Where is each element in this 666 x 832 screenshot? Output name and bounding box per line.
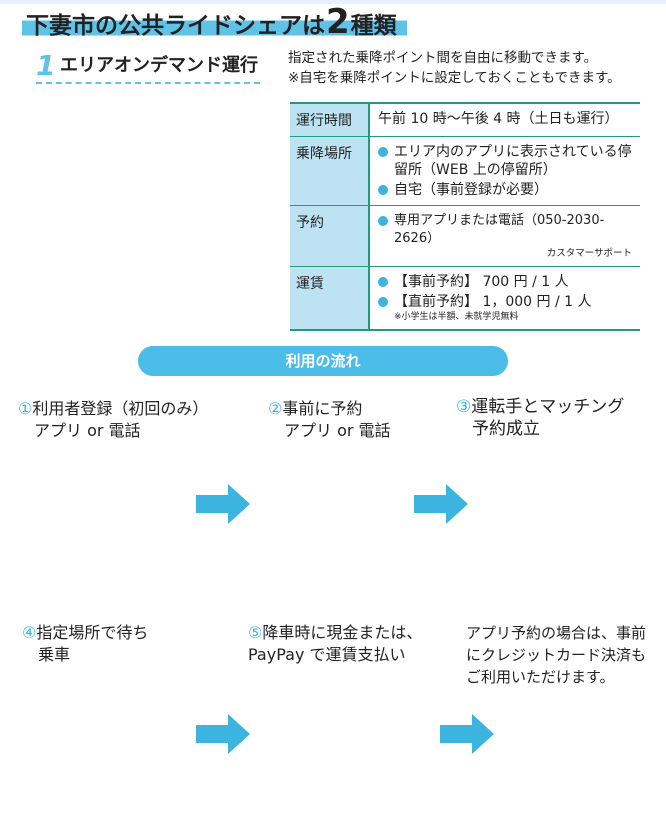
- top-rule: [0, 0, 666, 4]
- table-row-hours: 運行時間 午前 10 時～午後 4 時（土日も運行）: [290, 102, 640, 137]
- title-number: 2: [326, 2, 350, 42]
- booking-sub: カスタマーサポート: [546, 248, 632, 259]
- step-5-number: ⑤: [248, 623, 263, 642]
- booking-item-1: 専用アプリまたは電話（050-2030-2626）: [394, 213, 605, 246]
- payment-note: アプリ予約の場合は、事前 にクレジットカード決済も ご利用いただけます。: [466, 622, 646, 688]
- arrow-right-icon: [196, 714, 250, 754]
- booking-label: 予約: [290, 205, 370, 267]
- flow-step-3: ③運転手とマッチング 予約成立: [456, 396, 624, 440]
- info-table: 運行時間 午前 10 時～午後 4 時（土日も運行） 乗降場所 エリア内のアプリ…: [290, 102, 640, 331]
- list-item: 【事前予約】 700 円 / 1 人: [378, 273, 632, 291]
- title-prefix: 下妻市の公共ライドシェアは: [26, 13, 325, 39]
- fare-note: ※小学生は半額、未就学児無料: [394, 312, 519, 322]
- step-5-line-2: PayPay で運賃支払い: [248, 645, 406, 664]
- table-row-fare: 運賃 【事前予約】 700 円 / 1 人 【直前予約】 1，000 円 / 1…: [290, 266, 640, 331]
- page-title: 下妻市の公共ライドシェアは2種類: [22, 5, 407, 39]
- arrow-right-icon: [196, 484, 250, 524]
- intro-text: 指定された乗降ポイント間を自由に移動できます。 ※自宅を乗降ポイントに設定してお…: [288, 48, 621, 88]
- table-row-booking: 予約 専用アプリまたは電話（050-2030-2626） カスタマーサポート: [290, 205, 640, 267]
- stops-item-2: 自宅（事前登録が必要）: [394, 182, 548, 198]
- step-4-number: ④: [22, 623, 37, 642]
- step-4-line-2: 乗車: [38, 645, 71, 664]
- step-2-number: ②: [268, 399, 283, 418]
- step-2-line-2: アプリ or 電話: [284, 421, 391, 440]
- arrow-right-icon: [440, 714, 494, 754]
- intro-line-2: ※自宅を乗降ポイントに設定しておくこともできます。: [288, 70, 621, 86]
- step-3-line-2: 予約成立: [472, 419, 540, 439]
- table-row-stops: 乗降場所 エリア内のアプリに表示されている停留所（WEB 上の停留所） 自宅（事…: [290, 136, 640, 206]
- bullet-dot-icon: [378, 297, 388, 307]
- list-item: 専用アプリまたは電話（050-2030-2626）: [378, 212, 632, 248]
- step-1-line-2: アプリ or 電話: [34, 421, 141, 440]
- payment-note-line-3: ご利用いただけます。: [466, 668, 615, 686]
- booking-value: 専用アプリまたは電話（050-2030-2626） カスタマーサポート: [369, 205, 640, 267]
- bullet-dot-icon: [378, 147, 388, 157]
- hours-value: 午前 10 時～午後 4 時（土日も運行）: [369, 102, 640, 137]
- title-suffix: 種類: [350, 13, 397, 39]
- step-5-line-1: 降車時に現金または、: [262, 623, 423, 642]
- flow-step-4: ④指定場所で待ち 乗車: [22, 622, 148, 666]
- hours-label: 運行時間: [290, 102, 370, 137]
- list-item: 自宅（事前登録が必要）: [378, 181, 632, 199]
- flow-title: 利用の流れ: [138, 346, 508, 376]
- flow-step-1: ①利用者登録（初回のみ） アプリ or 電話: [18, 398, 208, 442]
- intro-line-1: 指定された乗降ポイント間を自由に移動できます。: [288, 50, 598, 66]
- stops-item-1: エリア内のアプリに表示されている停留所（WEB 上の停留所）: [394, 144, 632, 178]
- payment-note-line-2: にクレジットカード決済も: [466, 646, 647, 664]
- fare-item-2: 【直前予約】 1，000 円 / 1 人: [394, 294, 592, 310]
- fare-value: 【事前予約】 700 円 / 1 人 【直前予約】 1，000 円 / 1 人 …: [369, 266, 640, 331]
- stops-value: エリア内のアプリに表示されている停留所（WEB 上の停留所） 自宅（事前登録が必…: [369, 136, 640, 206]
- list-item: エリア内のアプリに表示されている停留所（WEB 上の停留所）: [378, 143, 632, 179]
- stops-label: 乗降場所: [290, 136, 370, 206]
- section-title: エリアオンデマンド運行: [60, 55, 258, 76]
- step-2-line-1: 事前に予約: [282, 399, 363, 418]
- section-number: 1: [36, 49, 56, 82]
- step-4-line-1: 指定場所で待ち: [36, 623, 149, 642]
- payment-note-line-1: アプリ予約の場合は、事前: [466, 624, 647, 642]
- flow-step-2: ②事前に予約 アプリ or 電話: [268, 398, 391, 442]
- arrow-right-icon: [414, 484, 468, 524]
- step-1-line-1: 利用者登録（初回のみ）: [32, 399, 209, 418]
- bullet-dot-icon: [378, 185, 388, 195]
- step-3-number: ③: [456, 397, 472, 417]
- bullet-dot-icon: [378, 277, 388, 287]
- fare-label: 運賃: [290, 266, 370, 331]
- step-3-line-1: 運転手とマッチング: [471, 397, 625, 417]
- bullet-dot-icon: [378, 216, 388, 226]
- flow-step-5: ⑤降車時に現金または、 PayPay で運賃支払い: [248, 622, 422, 666]
- fare-item-1: 【事前予約】 700 円 / 1 人: [394, 274, 569, 290]
- list-item: 【直前予約】 1，000 円 / 1 人: [378, 293, 632, 311]
- section-underline: [36, 82, 260, 84]
- step-1-number: ①: [18, 399, 33, 418]
